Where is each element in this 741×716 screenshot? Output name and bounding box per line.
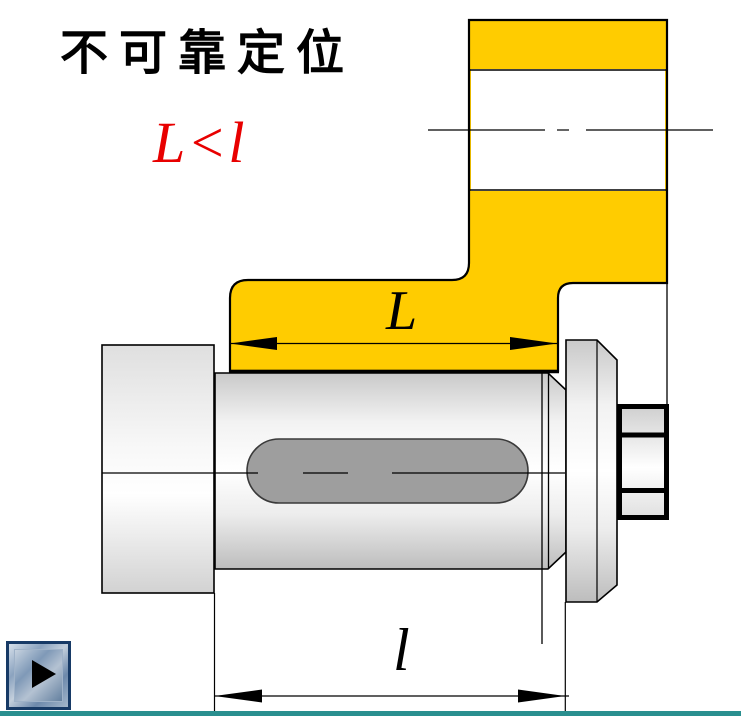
footer-bar — [0, 711, 741, 716]
play-button[interactable] — [6, 641, 71, 710]
arrow-right-icon — [510, 337, 557, 350]
keyway-slot — [246, 438, 529, 504]
hex-nut — [617, 404, 669, 520]
arrow-left-icon — [214, 689, 262, 703]
arrow-right-icon — [518, 689, 565, 703]
arrow-left-icon — [230, 337, 277, 350]
dimension-L — [230, 337, 557, 350]
shaft-shoulder-block — [101, 344, 215, 594]
dimension-label-l: l — [393, 617, 410, 683]
slide-title: 不可靠定位 — [60, 27, 356, 80]
washer — [565, 339, 618, 603]
dimension-label-L: L — [386, 280, 418, 342]
play-icon — [32, 660, 56, 688]
formula-text: L<l — [153, 110, 247, 175]
dimension-l — [213, 593, 569, 712]
play-button-face — [14, 649, 63, 702]
